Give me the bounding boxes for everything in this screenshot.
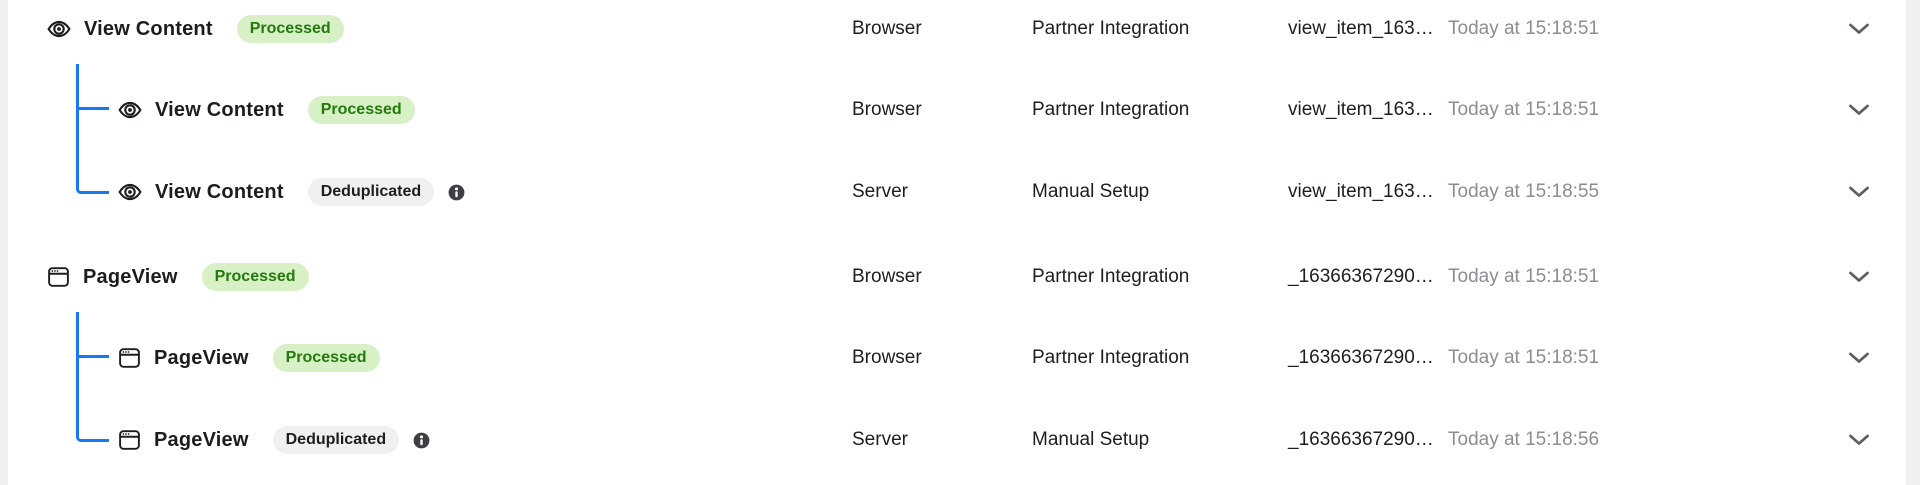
eye-icon [118,180,142,204]
expand-chevron-icon[interactable] [1844,88,1874,132]
status-badge: Processed [307,96,415,124]
event-id-value: view_item_163… [1288,181,1434,202]
table-row[interactable]: PageView Deduplicated Server Manual Setu… [8,418,1906,462]
table-row[interactable]: PageView Processed Browser Partner Integ… [8,336,1906,380]
integration-value: Partner Integration [1032,266,1190,287]
event-name-cell: PageView Processed [118,336,380,380]
integration-value: Manual Setup [1032,429,1150,450]
timestamp-value: Today at 15:18:55 [1448,181,1600,202]
browser-window-icon [118,428,141,452]
status-badge: Processed [272,344,380,372]
status-badge: Processed [201,263,309,291]
event-id-value: view_item_163… [1288,18,1434,39]
expand-chevron-icon[interactable] [1844,336,1874,380]
table-row[interactable]: View Content Processed Browser Partner I… [8,7,1906,51]
event-name: PageView [154,428,249,451]
page-gutter-left [0,0,8,485]
status-badge: Processed [236,15,344,43]
timestamp-value: Today at 15:18:51 [1448,18,1600,39]
info-icon[interactable] [447,183,466,202]
event-name-cell: View Content Deduplicated [118,170,466,214]
timestamp-value: Today at 15:18:51 [1448,99,1600,120]
event-name: PageView [154,346,249,369]
channel-value: Browser [852,99,922,120]
channel-value: Browser [852,18,922,39]
table-row[interactable]: PageView Processed Browser Partner Integ… [8,255,1906,299]
expand-chevron-icon[interactable] [1844,255,1874,299]
integration-value: Partner Integration [1032,18,1190,39]
eye-icon [47,17,71,41]
channel-value: Browser [852,266,922,287]
event-name-cell: View Content Processed [118,88,415,132]
integration-value: Partner Integration [1032,99,1190,120]
channel-value: Server [852,181,908,202]
status-badge: Deduplicated [272,426,400,454]
timestamp-value: Today at 15:18:51 [1448,347,1600,368]
timestamp-value: Today at 15:18:51 [1448,266,1600,287]
tree-connector-branch [76,107,109,110]
table-row[interactable]: View Content Processed Browser Partner I… [8,88,1906,132]
browser-window-icon [47,265,70,289]
timestamp-value: Today at 15:18:56 [1448,429,1600,450]
event-name: PageView [83,265,178,288]
status-badge: Deduplicated [307,178,435,206]
browser-window-icon [118,346,141,370]
event-name: View Content [155,98,284,121]
expand-chevron-icon[interactable] [1844,170,1874,214]
event-name: View Content [84,17,213,40]
tree-connector-elbow [76,64,109,194]
tree-connector-branch [76,355,109,358]
channel-value: Browser [852,347,922,368]
integration-value: Manual Setup [1032,181,1150,202]
page-gutter-right [1906,0,1920,485]
event-id-value: _16366367290… [1288,266,1434,287]
table-row[interactable]: View Content Deduplicated Server Manual … [8,170,1906,214]
expand-chevron-icon[interactable] [1844,7,1874,51]
event-id-value: _16366367290… [1288,347,1434,368]
event-id-value: _16366367290… [1288,429,1434,450]
event-name-cell: PageView Deduplicated [118,418,431,462]
info-icon[interactable] [412,431,431,450]
event-id-value: view_item_163… [1288,99,1434,120]
expand-chevron-icon[interactable] [1844,418,1874,462]
event-name: View Content [155,180,284,203]
tree-connector-elbow [76,312,109,442]
channel-value: Server [852,429,908,450]
event-name-cell: PageView Processed [47,255,309,299]
integration-value: Partner Integration [1032,347,1190,368]
eye-icon [118,98,142,122]
event-name-cell: View Content Processed [47,7,344,51]
